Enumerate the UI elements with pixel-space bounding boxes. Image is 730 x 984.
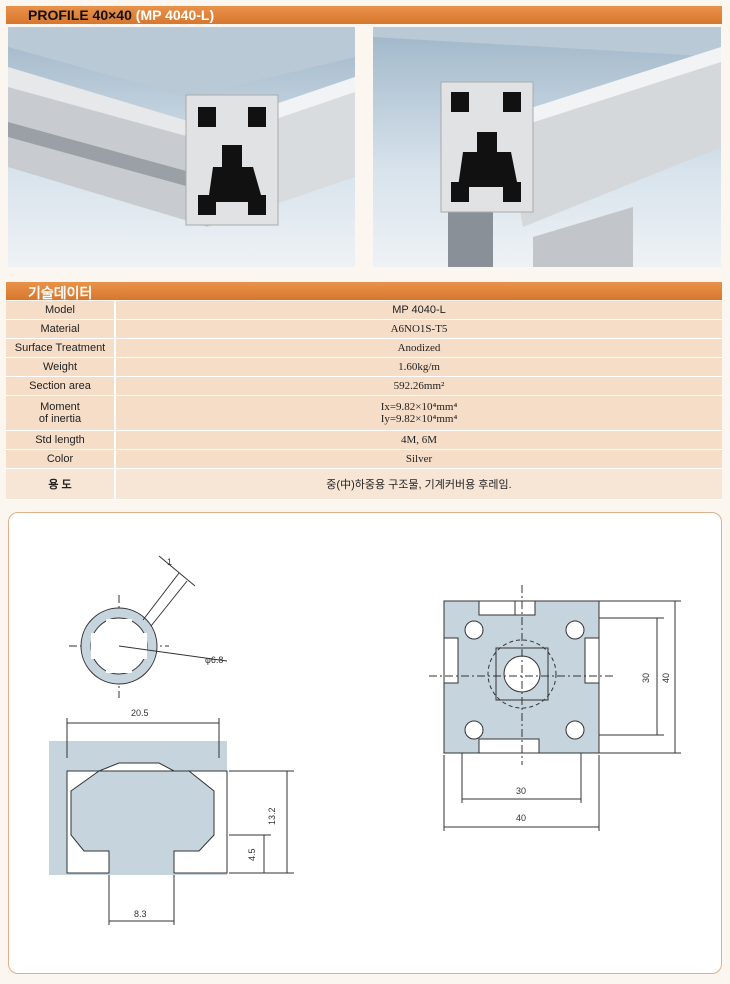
spec-value: 4M, 6M bbox=[115, 430, 722, 450]
profile-photo-left bbox=[8, 27, 355, 267]
slot-core-detail bbox=[69, 555, 228, 698]
dim-label: 30 bbox=[516, 786, 526, 796]
dim-label: 30 bbox=[641, 673, 651, 683]
dim-label: 40 bbox=[661, 673, 671, 683]
spec-value: A6NO1S-T5 bbox=[115, 319, 722, 339]
page-title: PROFILE 40×40 (MP 4040-L) bbox=[28, 7, 215, 23]
dim-label: 1 bbox=[167, 557, 172, 567]
dim-label: 8.3 bbox=[134, 909, 147, 919]
title-bar: PROFILE 40×40 (MP 4040-L) bbox=[6, 6, 722, 24]
spec-key: Moment of inertia bbox=[6, 395, 116, 431]
spec-value: Anodized bbox=[115, 338, 722, 358]
slot-section bbox=[49, 718, 294, 925]
spec-value: 592.26mm² bbox=[115, 376, 722, 396]
spec-key: Weight bbox=[6, 357, 116, 377]
spec-value: Silver bbox=[115, 449, 722, 469]
dim-label: 4.5 bbox=[247, 848, 257, 861]
spec-key: Material bbox=[6, 319, 116, 339]
spec-value: Ix=9.82×10⁴mm⁴ Iy=9.82×10⁴mm⁴ bbox=[115, 395, 722, 431]
spec-key: Section area bbox=[6, 376, 116, 396]
dim-label: 13.2 bbox=[267, 807, 277, 825]
spec-section-bar: 기술데이터 bbox=[6, 282, 722, 301]
profile-photo-right bbox=[373, 27, 721, 267]
dim-label: 40 bbox=[516, 813, 526, 823]
spec-value: 중(中)하중용 구조물, 기계커버용 후레임. bbox=[115, 468, 722, 500]
spec-key: Std length bbox=[6, 430, 116, 450]
dim-label: φ6.8 bbox=[205, 655, 223, 665]
profile-code: (MP 4040-L) bbox=[135, 7, 215, 23]
spec-value: MP 4040-L bbox=[115, 301, 722, 320]
spec-section-title: 기술데이터 bbox=[28, 285, 93, 301]
spec-key: Surface Treatment bbox=[6, 338, 116, 358]
spec-key: 용 도 bbox=[6, 468, 116, 500]
technical-drawing: 1 φ6.8 20.5 13.2 4.5 8.3 bbox=[8, 512, 722, 974]
spec-key: Model bbox=[6, 301, 116, 320]
dim-label: 20.5 bbox=[131, 708, 149, 718]
spec-value: 1.60kg/m bbox=[115, 357, 722, 377]
spec-key: Color bbox=[6, 449, 116, 469]
profile-section bbox=[429, 585, 681, 831]
